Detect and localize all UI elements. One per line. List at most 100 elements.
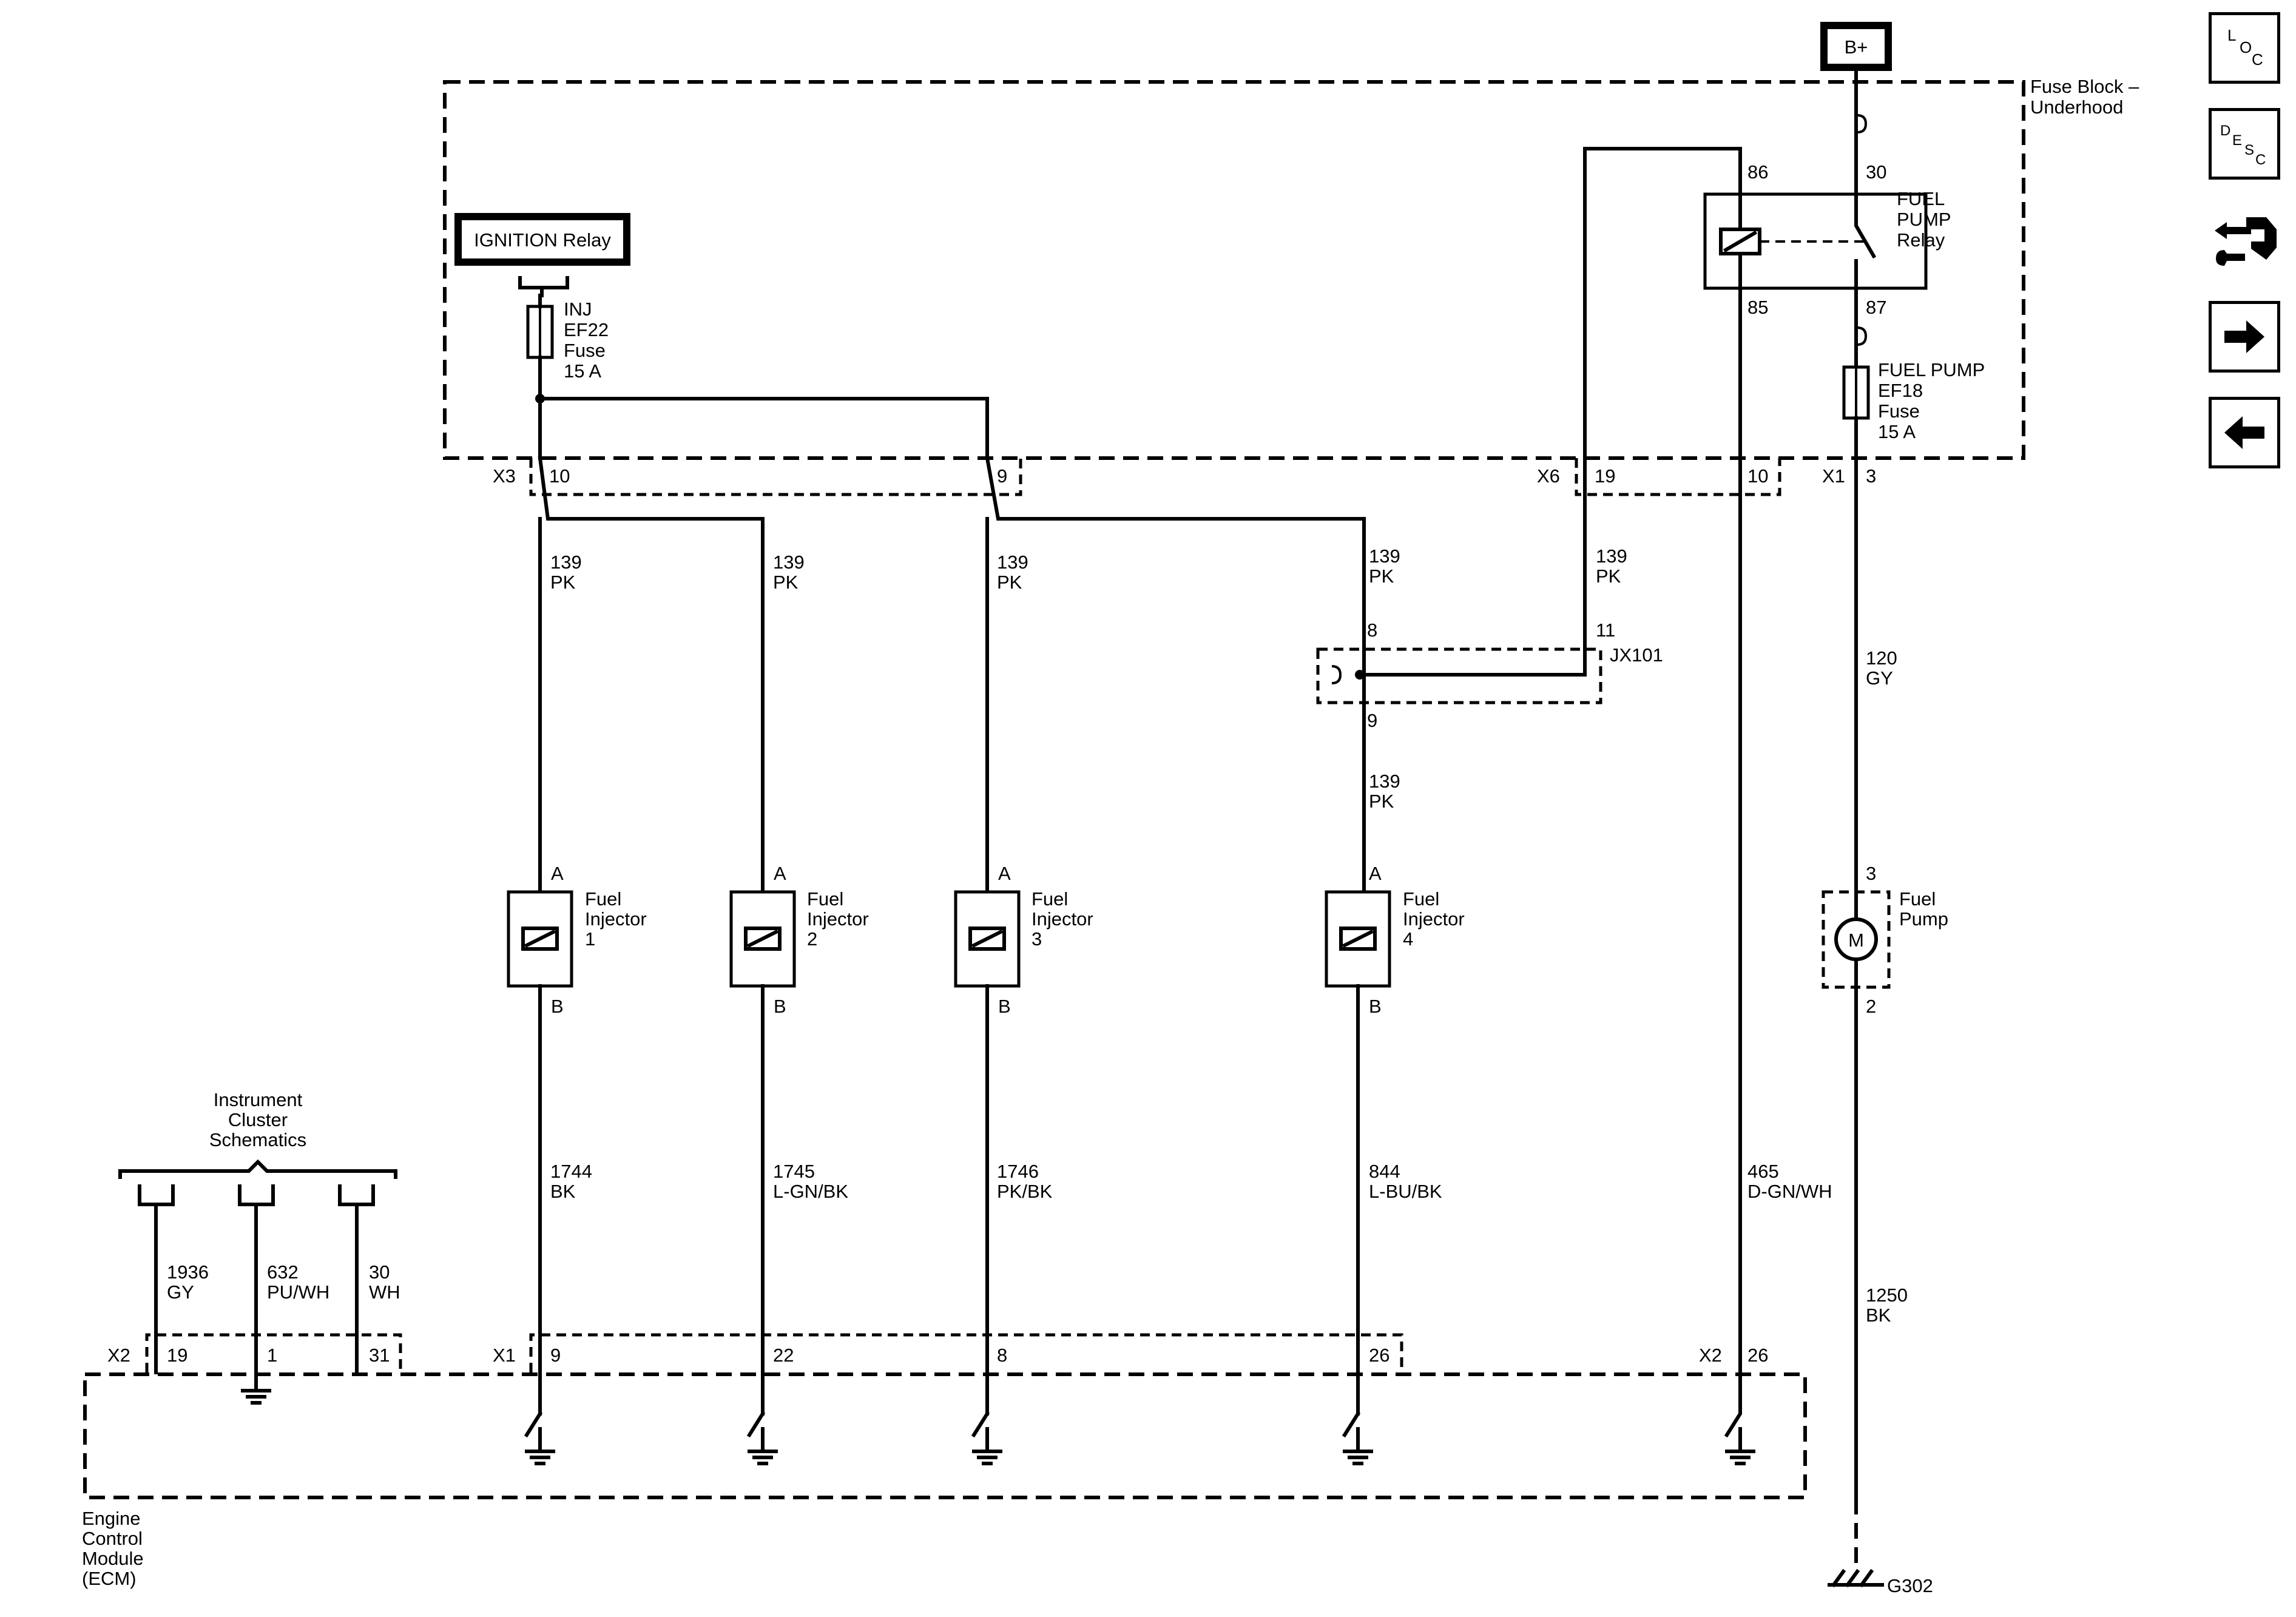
ecm-label: Engine <box>82 1508 141 1529</box>
svg-text:31: 31 <box>369 1345 390 1366</box>
fuel-injector-2 <box>729 890 796 988</box>
svg-text:26: 26 <box>1747 1345 1768 1366</box>
connector-repair-button[interactable] <box>2209 205 2280 277</box>
connector-repair-icon <box>2215 217 2277 266</box>
svg-text:120: 120 <box>1866 647 1897 669</box>
svg-text:O: O <box>2240 38 2252 56</box>
svg-text:10: 10 <box>1747 465 1768 487</box>
svg-text:E: E <box>2232 132 2242 149</box>
svg-text:M: M <box>1848 930 1864 951</box>
svg-text:Injector: Injector <box>1403 908 1465 930</box>
svg-text:(ECM): (ECM) <box>82 1568 137 1589</box>
svg-text:Instrument: Instrument <box>214 1089 303 1110</box>
svg-text:PK: PK <box>1369 565 1394 587</box>
svg-text:2: 2 <box>1866 996 1876 1017</box>
svg-text:Injector: Injector <box>1032 908 1093 930</box>
svg-text:87: 87 <box>1866 297 1886 318</box>
svg-text:A: A <box>1369 863 1382 884</box>
b-plus-box <box>1820 22 1892 71</box>
svg-text:Module: Module <box>82 1548 144 1569</box>
svg-text:139: 139 <box>1369 545 1400 567</box>
svg-text:8: 8 <box>997 1345 1007 1366</box>
ecm-ground-pin1 <box>241 1371 271 1405</box>
jx101-splice <box>1316 647 1602 704</box>
loc-button[interactable]: L O C <box>2209 12 2280 84</box>
svg-text:B: B <box>1369 996 1382 1017</box>
fuel-pump-outline <box>1822 890 1891 989</box>
svg-text:139: 139 <box>1596 545 1627 567</box>
svg-text:139: 139 <box>1369 771 1400 792</box>
previous-page-button[interactable] <box>2209 397 2280 468</box>
ground-g302 <box>1828 1568 1884 1588</box>
svg-text:BK: BK <box>1866 1305 1891 1326</box>
svg-text:1745: 1745 <box>773 1161 815 1182</box>
arrow-right-icon <box>2224 320 2264 353</box>
svg-text:1746: 1746 <box>997 1161 1039 1182</box>
svg-text:22: 22 <box>773 1345 794 1366</box>
svg-text:26: 26 <box>1369 1345 1389 1366</box>
svg-text:Relay: Relay <box>1897 229 1945 251</box>
svg-text:GY: GY <box>1866 667 1893 689</box>
arrow-left-icon <box>2224 416 2264 449</box>
fuel-pump-fuse-label: FUEL PUMP <box>1878 359 1985 380</box>
svg-text:139: 139 <box>997 552 1028 573</box>
svg-text:PUMP: PUMP <box>1897 209 1951 230</box>
svg-text:86: 86 <box>1747 161 1768 183</box>
svg-text:Fuel: Fuel <box>807 888 843 910</box>
svg-text:19: 19 <box>167 1345 187 1366</box>
fuel-injector-4 <box>1325 890 1391 988</box>
svg-text:1: 1 <box>585 928 595 950</box>
svg-text:B: B <box>774 996 786 1017</box>
desc-button[interactable]: D E S C <box>2209 108 2280 180</box>
svg-text:139: 139 <box>550 552 582 573</box>
svg-text:Fuel: Fuel <box>1403 888 1439 910</box>
svg-text:A: A <box>998 863 1011 884</box>
desc-icon: D E S C <box>2220 123 2266 168</box>
svg-text:A: A <box>551 863 564 884</box>
svg-text:S: S <box>2244 142 2254 158</box>
ignition-relay-label: IGNITION Relay <box>474 229 611 251</box>
svg-text:X3: X3 <box>493 465 516 487</box>
svg-text:3: 3 <box>1866 465 1876 487</box>
svg-text:D: D <box>2220 123 2230 139</box>
svg-text:GY: GY <box>167 1281 194 1303</box>
svg-text:G302: G302 <box>1887 1575 1933 1596</box>
svg-text:A: A <box>774 863 786 884</box>
svg-text:BK: BK <box>550 1181 576 1202</box>
svg-text:3: 3 <box>1866 863 1876 884</box>
fuel-injector-3 <box>954 890 1021 988</box>
fuse-block-outline <box>443 80 2025 460</box>
x6-connector <box>1575 458 1781 496</box>
svg-text:Schematics: Schematics <box>209 1129 306 1150</box>
relay-label: FUEL <box>1897 188 1945 209</box>
svg-text:X6: X6 <box>1537 465 1560 487</box>
svg-text:L-BU/BK: L-BU/BK <box>1369 1181 1442 1202</box>
svg-text:X1: X1 <box>1822 465 1845 487</box>
svg-text:30: 30 <box>1866 161 1886 183</box>
svg-text:Fuse: Fuse <box>1878 400 1920 422</box>
svg-text:PK: PK <box>1369 791 1394 812</box>
svg-text:Cluster: Cluster <box>228 1109 288 1130</box>
svg-text:Pump: Pump <box>1899 908 1948 930</box>
svg-text:Fuse: Fuse <box>564 340 606 361</box>
svg-text:B: B <box>551 996 564 1017</box>
ecm-outline <box>83 1372 1807 1499</box>
svg-text:15 A: 15 A <box>564 360 601 382</box>
x3-connector <box>529 458 1022 496</box>
svg-text:X2: X2 <box>107 1345 130 1366</box>
svg-text:PK: PK <box>773 572 799 593</box>
svg-text:139: 139 <box>773 552 805 573</box>
next-page-button[interactable] <box>2209 301 2280 373</box>
svg-text:L-GN/BK: L-GN/BK <box>773 1181 848 1202</box>
fuse-block-title: Fuse Block – <box>2030 76 2139 97</box>
svg-text:9: 9 <box>997 465 1007 487</box>
svg-text:Fuel: Fuel <box>1032 888 1068 910</box>
svg-text:844: 844 <box>1369 1161 1400 1182</box>
svg-text:PU/WH: PU/WH <box>267 1281 329 1303</box>
svg-text:10: 10 <box>549 465 570 487</box>
svg-text:2: 2 <box>807 928 817 950</box>
svg-text:C: C <box>2255 152 2266 168</box>
ecm-x2-connector <box>145 1333 402 1372</box>
loc-icon: L O C <box>2227 26 2263 69</box>
